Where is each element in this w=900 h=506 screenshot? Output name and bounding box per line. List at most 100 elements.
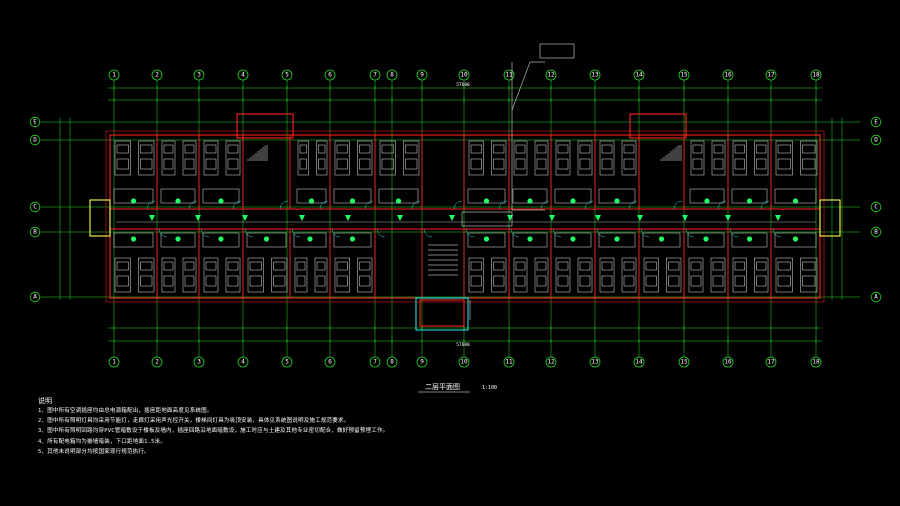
door-arc [279,200,289,210]
corridor-lamp [725,215,731,221]
bed-pillow [734,261,745,271]
note-line-5: 5、其他未说明部分均按国家现行规范执行。 [38,448,150,455]
axis-bubble-col: 16 [722,69,734,81]
door-arc [158,228,168,238]
door-arc [453,200,463,210]
bathroom-block [512,232,548,248]
lamp-symbol [175,236,181,242]
lamp-symbol [792,198,799,204]
bed-fixture [161,140,176,176]
bed-pillow [296,261,306,271]
bathroom-block [642,232,681,248]
axis-bubble-label: 16 [724,72,732,79]
axis-bubble-col: 17 [765,356,777,368]
door-arc [584,200,594,210]
design-notes: 说明 1、图中所有空调插座均由总电源箱配出，插座距地面高度见系统图。 2、图中所… [38,396,838,457]
axis-bubble-label: 8 [390,359,394,366]
door-arc [188,200,198,210]
desk-fixture [557,275,569,287]
bed-fixture [775,140,793,176]
desk-fixture [299,158,307,170]
axis-bubble-label: 16 [724,359,732,366]
axis-bubble-col: 11 [503,356,515,368]
axis-bubble-col: 13 [589,69,601,81]
door-arc [772,228,782,238]
bed-fixture [334,257,350,293]
axis-bubble-col: 14 [633,356,645,368]
lamp-symbol [349,236,356,242]
bathroom-block [293,232,327,248]
bed-pillow [405,144,418,154]
bed-fixture [775,257,793,293]
axis-bubble-label: 7 [373,359,377,366]
axis-bubble-label: 7 [373,72,377,79]
axis-bubble-row: D [870,134,882,146]
bathroom-block [598,232,636,248]
corridor-lamp [682,215,688,221]
corridor-lamp [549,215,555,221]
desk-fixture [249,275,262,287]
axis-bubble-col: 8 [386,69,398,81]
lamp-symbol [130,236,137,242]
bed-fixture [182,140,197,176]
corridor-lamp [195,215,201,221]
bed-pillow [557,144,569,154]
bed-pillow [536,261,547,271]
bed-fixture [534,140,549,176]
axis-bubble-label: A [874,294,878,301]
bed-pillow [802,261,816,271]
bathroom-block [246,232,287,248]
notes-heading: 说明 [38,397,52,405]
door-arc [510,228,520,238]
desk-fixture [184,275,195,287]
bed-pillow [623,144,635,154]
axis-bubble-col: 1 [108,356,120,368]
axis-bubble-label: 17 [767,359,775,366]
axis-bubble-row: D [29,134,41,146]
axis-bubble-label: 2 [155,72,159,79]
bed-fixture [357,257,373,293]
desk-fixture [470,158,482,170]
bed-pillow [318,144,326,154]
bed-pillow [470,261,482,271]
door-arc [685,228,695,238]
axis-bubble-col: 4 [237,356,249,368]
bed-fixture [534,257,549,293]
axis-bubble-col: 12 [545,356,557,368]
door-arc [760,200,770,210]
desk-fixture [645,275,657,287]
axis-bubble-label: 17 [767,72,775,79]
door-arc [729,228,739,238]
desk-fixture [802,158,816,170]
lamp-symbol [175,198,181,204]
door-arc [640,228,650,238]
bed-pillow [184,261,195,271]
bed-fixture [555,140,571,176]
bathroom-block [554,232,592,248]
bed-fixture [643,257,659,293]
axis-bubble-row: C [870,201,882,213]
note-line-3: 3、图中所有照明回路均穿PVC管暗敷设于楼板及墙内，插座回路沿地面暗敷设，施工时… [38,428,389,435]
corridor-lamp [299,215,305,221]
bed-fixture [732,257,747,293]
lamp-symbol [746,236,753,242]
bed-fixture [754,140,769,176]
bed-fixture [297,140,309,176]
bed-fixture [161,257,176,293]
axis-bubble-col: 6 [324,69,336,81]
bed-fixture [403,140,420,176]
bed-pillow [756,261,767,271]
bed-pillow [713,144,724,154]
desk-fixture [359,158,371,170]
bed-fixture [513,257,528,293]
bathroom-block [160,232,196,248]
desk-fixture [557,158,569,170]
axis-bubble-row: B [870,226,882,238]
bed-fixture [800,257,818,293]
bed-pillow [690,261,702,271]
axis-bubble-label: E [874,119,878,126]
bed-fixture [203,140,219,176]
lamp-symbol [614,236,620,242]
bed-fixture [621,257,637,293]
